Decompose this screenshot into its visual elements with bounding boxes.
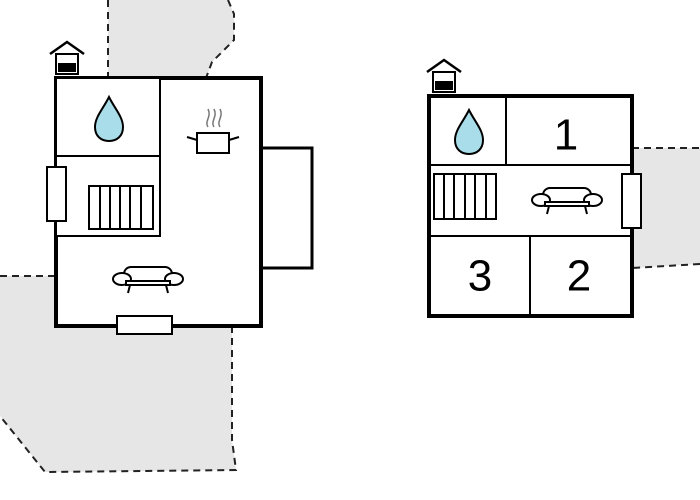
floor-plan-upper: 1 3 2 <box>425 58 642 318</box>
terrace-right <box>632 148 700 268</box>
door-left <box>46 166 67 222</box>
cooking-pot-icon <box>186 108 240 154</box>
annex-room <box>259 146 314 270</box>
bedroom-2-label: 2 <box>567 252 591 301</box>
house-entrance-icon <box>425 58 463 94</box>
window-bottom <box>116 315 173 335</box>
stairs-icon <box>88 185 154 230</box>
stairs-icon <box>433 173 497 220</box>
floor-plan-ground <box>46 40 314 335</box>
terrace-top-left <box>108 0 234 78</box>
house-entrance-icon <box>48 40 86 76</box>
window-right <box>621 173 642 229</box>
bedroom-1-label: 1 <box>554 111 578 160</box>
terrace-bottom-left <box>0 276 236 472</box>
bedroom-3-label: 3 <box>468 252 492 301</box>
